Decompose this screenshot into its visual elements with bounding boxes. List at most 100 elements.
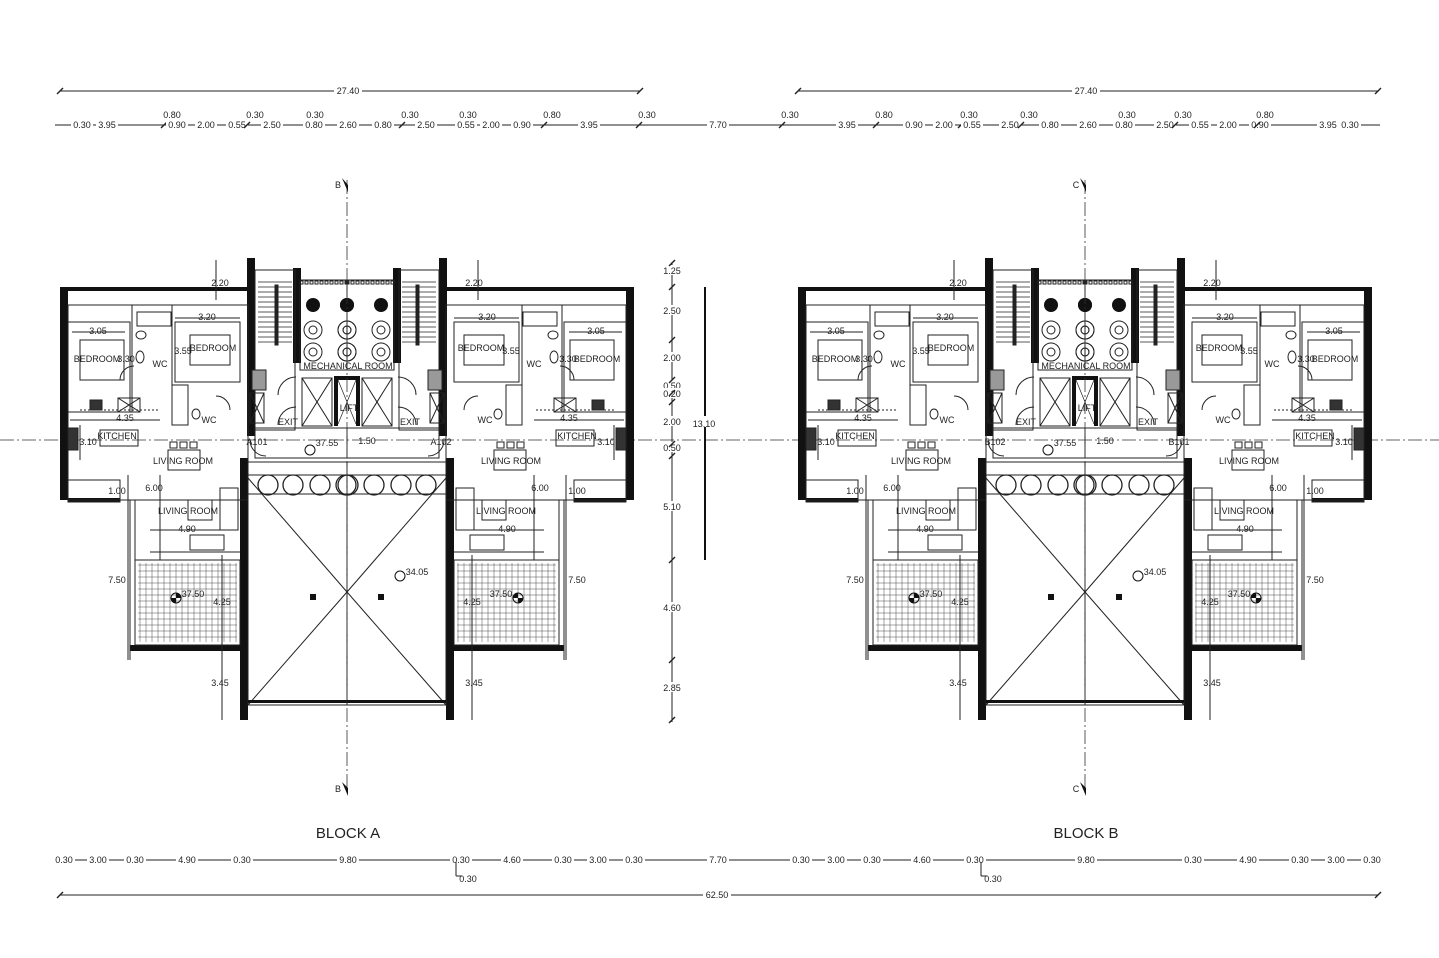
- window: [805, 427, 817, 451]
- room-label: 3.45: [1203, 678, 1221, 688]
- room-label: 1.00: [846, 486, 864, 496]
- corridor: [346, 427, 440, 459]
- room-label: 3.30: [855, 354, 873, 364]
- line: [301, 377, 333, 427]
- wardrobe: [909, 384, 927, 426]
- label-mask: [337, 854, 359, 865]
- vent-grille: [1118, 280, 1123, 285]
- balcony-small: [573, 479, 627, 503]
- wall: [1182, 287, 1372, 291]
- vertical-dimension-label: 1.25: [663, 266, 681, 276]
- room-label: 3.30: [117, 354, 135, 364]
- room-label: 4.35: [560, 413, 578, 423]
- vertical-dimension-label: 4.60: [663, 603, 681, 613]
- tree-icon: [282, 474, 304, 496]
- wall: [446, 458, 454, 720]
- chain-dimension-label: 0.30: [1184, 855, 1202, 865]
- bedroom-2: [912, 321, 979, 383]
- room-label: LIVING ROOM: [476, 506, 536, 516]
- room-label: 3.10: [79, 437, 97, 447]
- vertical-dimension-label: 2.00: [663, 417, 681, 427]
- vent-grille: [355, 280, 360, 285]
- void-cross: [985, 477, 1086, 593]
- label-mask: [999, 119, 1021, 130]
- wall: [334, 376, 347, 380]
- wall: [985, 258, 993, 436]
- dining-table: [493, 449, 527, 471]
- dimension-tick: [398, 121, 406, 129]
- half-right: [337, 258, 634, 720]
- dining-table: [905, 449, 939, 471]
- dimension-tick: [668, 656, 676, 664]
- chair: [1254, 441, 1263, 449]
- chain-dimension-label: 0.30: [792, 855, 810, 865]
- wall: [334, 376, 338, 426]
- chain-dimension-label: 3.00: [827, 855, 845, 865]
- accessible-wc: [989, 369, 1005, 391]
- level-marker-icon: [1251, 593, 1261, 603]
- vent-grille: [329, 280, 334, 285]
- wall: [1192, 645, 1302, 651]
- tree-icon: [390, 474, 412, 496]
- door-swing: [857, 365, 873, 381]
- kitchen-island: [99, 429, 139, 447]
- vertical-dimension-label: 2.50: [663, 306, 681, 316]
- wall: [439, 258, 447, 436]
- door-swing: [277, 376, 297, 396]
- room-label: 37.50: [1228, 589, 1251, 599]
- label-mask: [455, 119, 477, 130]
- door-swing: [987, 439, 1005, 457]
- chain-dimension-label: 0.55: [457, 120, 475, 130]
- chair: [917, 441, 926, 449]
- wall: [1094, 376, 1098, 426]
- chain-dimension-label: 0.80: [543, 110, 561, 120]
- label-mask: [861, 854, 883, 865]
- window: [615, 427, 627, 451]
- lift-cross: [1075, 379, 1086, 403]
- room-label: 3.55: [1240, 346, 1258, 356]
- chain-dimension-label: 0.90: [168, 120, 186, 130]
- room-label: BEDROOM: [190, 343, 237, 353]
- vent-grille: [1098, 280, 1103, 285]
- level-marker-icon: [394, 570, 406, 582]
- door-swing: [1165, 439, 1183, 457]
- room-label: WC: [940, 415, 955, 425]
- dimension-tick: [668, 259, 676, 267]
- lift-cross: [1075, 401, 1086, 425]
- level-marker-icon: [304, 444, 316, 456]
- pump: [1114, 347, 1124, 357]
- chain-dimension-label: 0.80: [305, 120, 323, 130]
- wall: [293, 268, 301, 363]
- label-mask: [303, 119, 325, 130]
- toilet: [547, 330, 559, 340]
- room-label: LIVING ROOM: [158, 506, 218, 516]
- window: [1353, 427, 1365, 451]
- sink: [117, 397, 141, 413]
- shaft: [1039, 377, 1071, 427]
- vent-grille: [1072, 280, 1077, 285]
- door-tag: A102: [430, 437, 451, 447]
- basin: [1231, 408, 1241, 420]
- tree-icon: [1073, 474, 1095, 496]
- room-label: WC: [153, 359, 168, 369]
- vent-grille: [1047, 280, 1052, 285]
- vent-grille: [1042, 280, 1047, 285]
- tree-icon: [363, 474, 385, 496]
- room-label: 3.05: [827, 326, 845, 336]
- dimension-tick: [794, 87, 802, 95]
- door-swing: [215, 395, 231, 411]
- chain-dimension-label: 4.60: [913, 855, 931, 865]
- room-label: WC: [891, 359, 906, 369]
- label-mask: [511, 119, 533, 130]
- tree-icon: [1075, 474, 1097, 496]
- room-label: 3.10: [817, 437, 835, 447]
- wall: [978, 458, 986, 720]
- balcony-small: [1311, 479, 1365, 503]
- room-label: WC: [478, 415, 493, 425]
- balcony-outline: [134, 559, 241, 646]
- level-marker-icon: [1042, 444, 1054, 456]
- dimension-tick: [540, 121, 548, 129]
- room-label: LIVING ROOM: [891, 456, 951, 466]
- wall: [1177, 258, 1185, 436]
- stair-handrail: [1012, 284, 1017, 346]
